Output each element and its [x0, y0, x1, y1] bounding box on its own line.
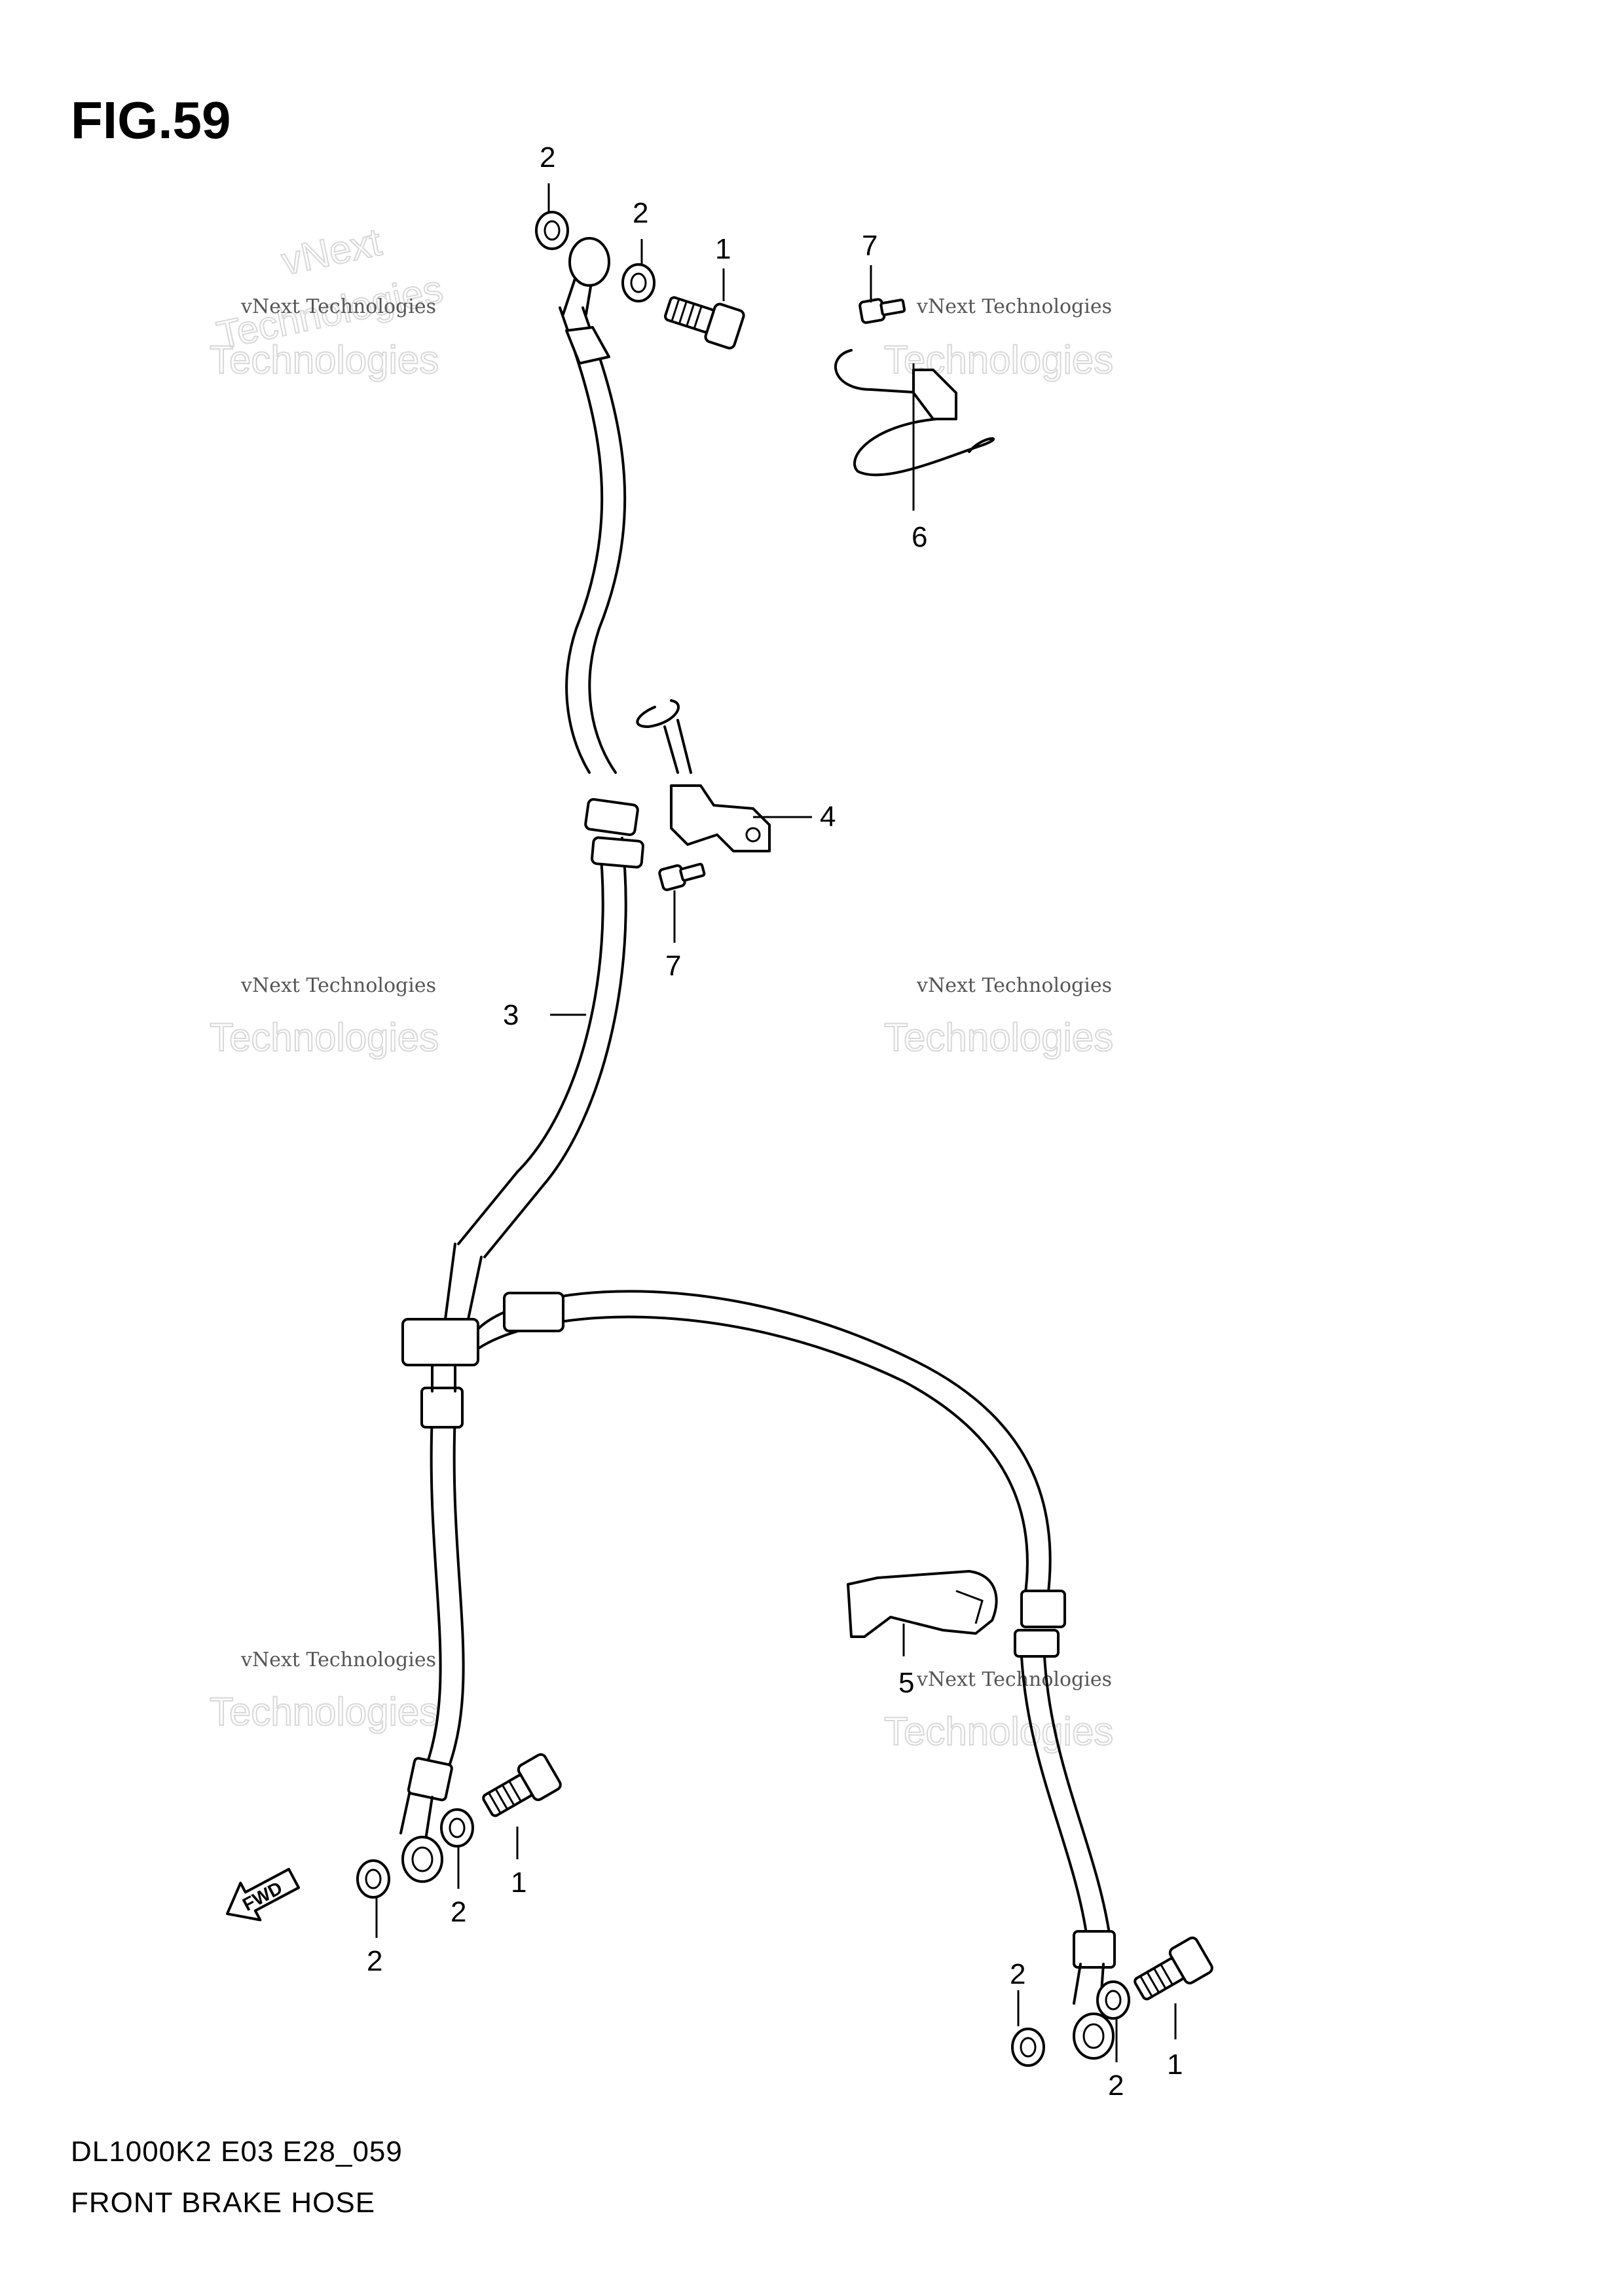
washer — [621, 263, 655, 302]
watermark-text: vNext Technologies — [240, 974, 436, 997]
bolt — [858, 298, 906, 324]
watermark-text: Technologies — [884, 1709, 1113, 1753]
watermark-text: Technologies — [210, 338, 439, 382]
bolt — [658, 862, 706, 892]
brake-hose-lower-right — [477, 1290, 1116, 2060]
figure-title: FIG.59 — [71, 91, 231, 149]
washer — [1011, 2028, 1045, 2067]
watermark-text: vNext Technologies — [240, 295, 436, 318]
callout-6: 6 — [912, 521, 927, 553]
watermark-text: vNext Technologies — [916, 1668, 1112, 1691]
watermarks: Technologies vNext vNext Technologies Te… — [209, 219, 1114, 1754]
washer — [1096, 1980, 1130, 2020]
washer — [356, 1859, 390, 1899]
callout-2: 2 — [633, 197, 648, 229]
washers — [356, 211, 1130, 2067]
hose-clamp — [834, 349, 995, 477]
callout-2: 2 — [367, 1945, 382, 1977]
banjo-bolts — [482, 296, 1213, 2001]
model-code: DL1000K2 E03 E28_059 — [71, 2136, 403, 2168]
washer — [440, 1808, 474, 1848]
callout-2: 2 — [451, 1896, 466, 1928]
watermark-text: Technologies — [884, 1015, 1113, 1059]
banjo-bolt — [482, 1753, 562, 1817]
diagram-caption: FRONT BRAKE HOSE — [71, 2187, 376, 2219]
watermark-text: Technologies — [210, 1690, 439, 1734]
watermark-text: vNext Technologies — [916, 295, 1112, 318]
watermark-text: vNext Technologies — [916, 974, 1112, 997]
callout-1: 1 — [715, 233, 731, 265]
watermark-text: Technologies — [210, 1015, 439, 1059]
brake-hose-upper — [457, 237, 644, 1258]
callout-2: 2 — [1108, 2069, 1124, 2102]
fwd-arrow-icon: FWD — [226, 1868, 301, 1922]
watermark-text: vNext Technologies — [240, 1649, 436, 1671]
banjo-bolt — [663, 296, 745, 350]
callout-2: 2 — [1010, 1958, 1025, 1990]
callout-2: 2 — [540, 141, 555, 173]
callout-1: 1 — [1167, 2049, 1183, 2081]
callout-7: 7 — [665, 950, 681, 982]
brake-hose-lower-left — [399, 1387, 465, 1883]
callout-3: 3 — [503, 999, 519, 1031]
callout-7: 7 — [862, 230, 877, 262]
callouts: 2 2 1 7 6 4 3 7 5 2 2 1 2 2 1 — [367, 141, 1183, 2102]
leader-lines — [375, 183, 1177, 2062]
washer — [535, 211, 569, 250]
hose-junction-block — [401, 1243, 483, 1393]
callout-1: 1 — [511, 1867, 526, 1899]
hose-bracket-upper — [636, 699, 771, 852]
banjo-bolt — [1134, 1936, 1213, 2001]
callout-4: 4 — [820, 801, 836, 833]
watermark: Technologies vNext — [212, 219, 447, 357]
small-bolts — [658, 298, 906, 892]
svg-text:vNext: vNext — [278, 219, 385, 283]
hose-bracket-lower — [847, 1570, 998, 1638]
callout-5: 5 — [898, 1667, 914, 1699]
